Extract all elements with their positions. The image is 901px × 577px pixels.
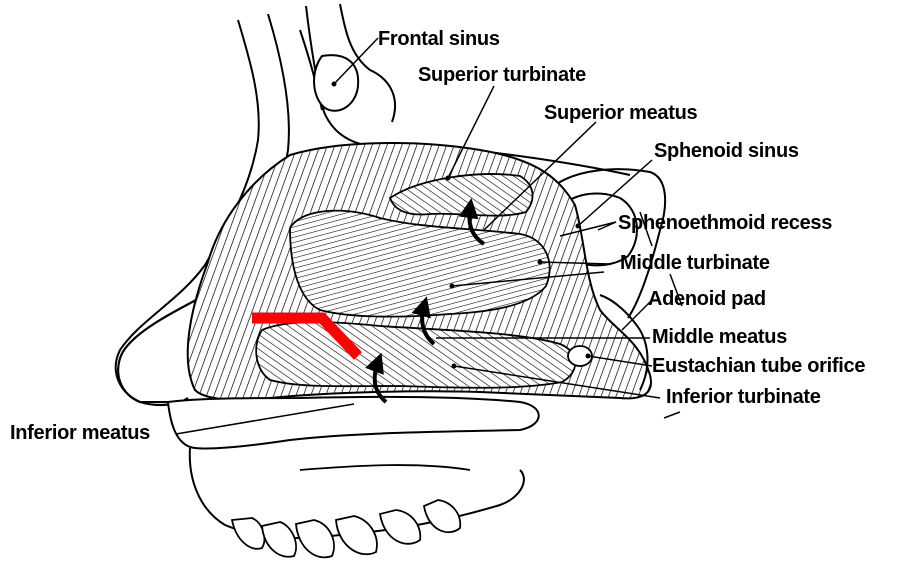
label-middle-turbinate: Middle turbinate: [620, 252, 770, 274]
label-middle-meatus: Middle meatus: [652, 326, 787, 348]
label-adenoid-pad: Adenoid pad: [648, 288, 766, 310]
label-superior-turbinate: Superior turbinate: [418, 64, 586, 86]
label-frontal-sinus: Frontal sinus: [378, 28, 500, 50]
label-eustachian-tube-orifice: Eustachian tube orifice: [652, 355, 865, 377]
label-superior-meatus: Superior meatus: [544, 102, 697, 124]
label-inferior-meatus: Inferior meatus: [10, 422, 150, 444]
teeth: [232, 500, 460, 557]
palate-inner: [300, 465, 470, 470]
label-sphenoid-sinus: Sphenoid sinus: [654, 140, 799, 162]
label-inferior-turbinate: Inferior turbinate: [666, 386, 821, 408]
label-sphenoethmoid-recess: Sphenoethmoid recess: [618, 212, 832, 234]
